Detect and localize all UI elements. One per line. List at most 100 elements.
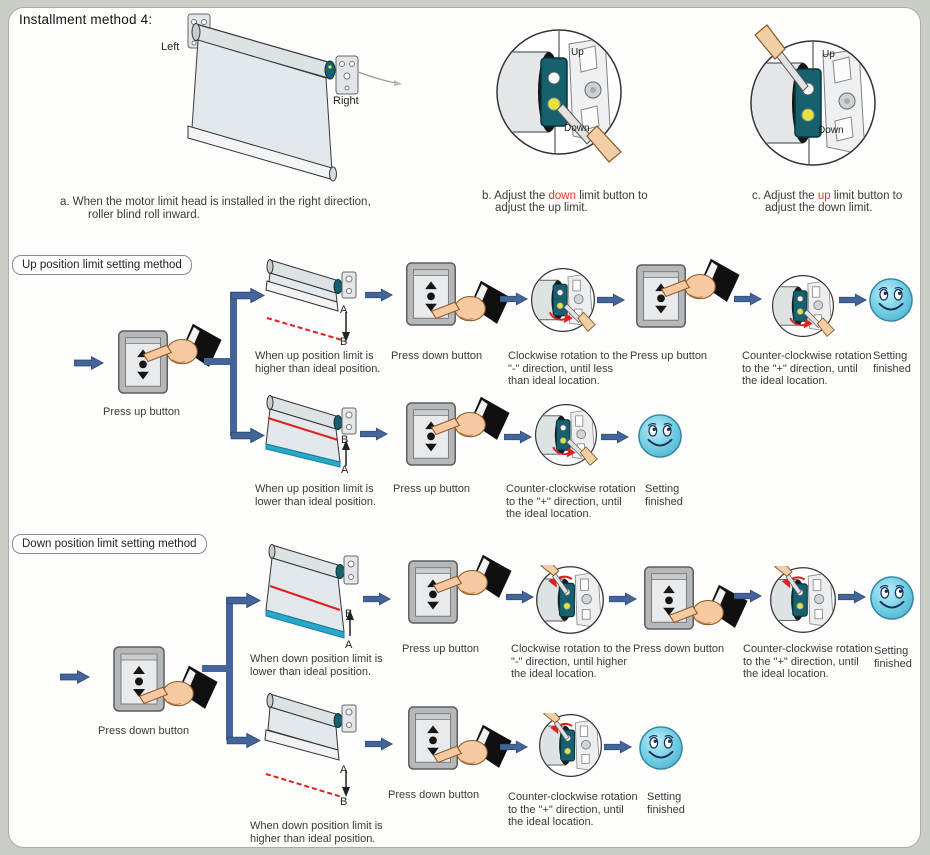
flow-arrow	[500, 292, 528, 306]
section-header-up: Up position limit setting method	[12, 255, 192, 275]
page-title: Installment method 4:	[19, 12, 153, 27]
label-left: Left	[161, 41, 180, 53]
switch-caption: Press down button	[98, 725, 190, 737]
done-caption: Setting finished	[647, 791, 685, 816]
flow-arrow	[60, 670, 90, 684]
flow-arrow	[506, 590, 534, 604]
smiley-face	[868, 277, 914, 323]
motor-adjust-circle	[771, 274, 835, 338]
branch-connector	[202, 665, 228, 672]
pressing-hand	[431, 553, 515, 605]
flow-arrow	[504, 430, 532, 444]
rotation-caption: Clockwise rotation to the "-" direction,…	[511, 643, 631, 681]
flow-arrow	[609, 592, 637, 606]
down-limit-label: Down	[818, 125, 844, 136]
done-caption: Setting finished	[873, 350, 911, 375]
pressing-hand	[659, 257, 743, 309]
rotation-caption: Counter-clockwise rotation to the "+" di…	[743, 643, 873, 681]
caption-c-line2: adjust the down limit.	[765, 202, 873, 215]
flow-arrow	[74, 356, 104, 370]
point-label-bottom: A	[341, 464, 349, 476]
switch-caption: Press up button	[393, 483, 471, 495]
up-limit-label: Up	[822, 49, 835, 60]
flow-arrow	[734, 292, 762, 306]
flow-arrow	[360, 427, 388, 441]
smiley-face	[869, 575, 915, 621]
flow-arrow	[838, 590, 866, 604]
switch-caption: Press up button	[103, 406, 181, 418]
point-label-top: A	[340, 764, 348, 776]
rotation-caption: Counter-clockwise rotation to the "+" di…	[742, 350, 872, 388]
switch-caption: Press down button	[391, 350, 483, 362]
blind-state-illustration	[264, 693, 357, 798]
done-caption: Setting finished	[645, 483, 683, 508]
point-label-bottom: B	[340, 336, 348, 348]
flow-arrow	[230, 428, 266, 443]
limit-line	[267, 417, 339, 441]
intro-blind-illustration	[187, 13, 402, 182]
smiley-face	[638, 725, 684, 771]
caption-b-line2: adjust the up limit.	[495, 202, 588, 215]
condition-caption: When up position limit is higher than id…	[255, 350, 381, 375]
rotation-caption: Counter-clockwise rotation to the "+" di…	[508, 791, 638, 829]
flow-arrow	[500, 740, 528, 754]
blind-state-illustration	[265, 259, 357, 342]
flow-arrow	[839, 293, 867, 307]
caption-b-post: limit button to	[576, 189, 648, 202]
condition-caption: When up position limit is lower than ide…	[255, 483, 377, 508]
bottom-bar	[265, 609, 345, 639]
branch-connector	[226, 597, 233, 740]
point-label-top: B	[345, 608, 353, 620]
flow-arrow	[734, 589, 762, 603]
rotation-caption: Counter-clockwise rotation to the "+" di…	[506, 483, 636, 521]
point-label-top: B	[341, 434, 349, 446]
blind-state-illustration	[265, 544, 359, 639]
blind-state-illustration	[265, 395, 357, 468]
rotation-caption: Clockwise rotation to the "-" direction,…	[508, 350, 628, 388]
flow-arrow	[226, 733, 262, 748]
flow-arrow	[601, 430, 629, 444]
caption-c-word: up	[817, 189, 831, 202]
condition-caption: When down position limit is higher than …	[250, 820, 383, 845]
caption-b-word: down	[548, 189, 577, 202]
up-limit-label: Up	[571, 47, 584, 58]
caption-c-post: limit button to	[830, 189, 903, 202]
limit-line	[266, 317, 343, 341]
smiley-face	[637, 413, 683, 459]
motor-adjust-circle	[538, 713, 603, 778]
flow-arrow	[365, 288, 393, 302]
flow-arrow	[226, 593, 262, 608]
flow-arrow	[365, 737, 393, 751]
caption-c-pre: c. Adjust the	[752, 189, 818, 202]
detail-circle-b	[496, 29, 622, 163]
limit-line	[265, 773, 343, 798]
branch-connector	[204, 358, 232, 365]
condition-caption: When down position limit is lower than i…	[250, 653, 383, 678]
branch-connector	[230, 292, 237, 436]
motor-adjust-circle	[534, 403, 598, 467]
motor-adjust-circle	[535, 565, 605, 635]
switch-caption: Press up button	[402, 643, 480, 655]
bottom-bar	[265, 443, 341, 468]
flow-arrow	[597, 293, 625, 307]
note-a-line1: a. When the motor limit head is installe…	[60, 196, 371, 208]
switch-caption: Press up button	[630, 350, 708, 362]
detail-circle-c	[750, 24, 876, 166]
flow-arrow	[604, 740, 632, 754]
pressing-hand	[141, 322, 225, 374]
down-limit-label: Down	[564, 123, 590, 134]
motor-adjust-circle	[769, 566, 837, 634]
section-header-down: Down position limit setting method	[12, 534, 207, 554]
flow-arrow	[230, 288, 266, 303]
limit-line	[269, 585, 341, 611]
pressing-hand	[429, 395, 513, 447]
note-a-line2: roller blind roll inward.	[88, 209, 200, 221]
caption-b: b. Adjust the down limit button to adjus…	[482, 177, 648, 227]
done-caption: Setting finished	[874, 645, 912, 670]
point-label-bottom: B	[340, 796, 348, 808]
caption-c: c. Adjust the up limit button to adjust …	[752, 177, 902, 227]
point-label-bottom: A	[345, 639, 353, 651]
caption-b-pre: b. Adjust the	[482, 189, 549, 202]
label-right: Right	[333, 95, 359, 107]
